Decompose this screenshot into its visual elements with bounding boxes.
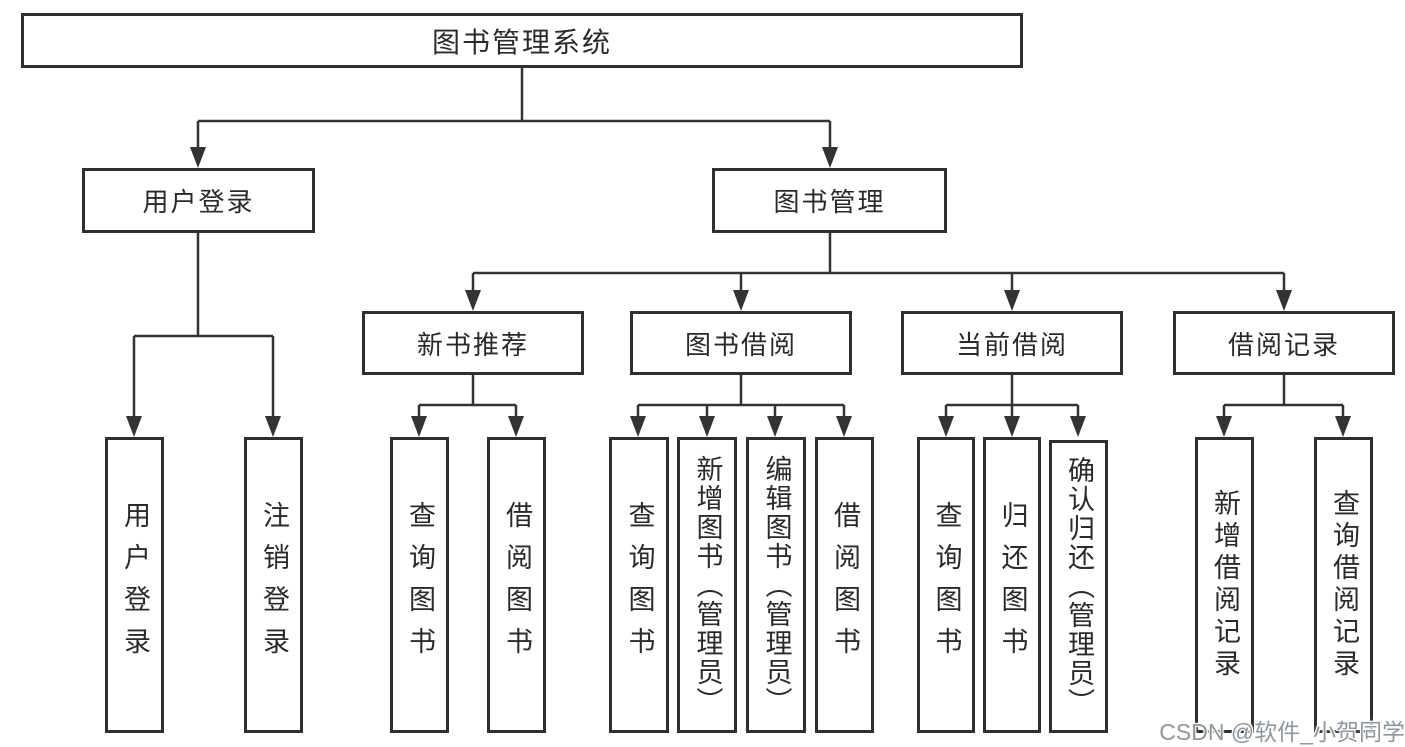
leaf-borrow-books-label: 借阅图书 (830, 501, 860, 669)
arrowhead-icon (1070, 416, 1086, 437)
watermark-text: CSDN @软件_小贺同学 (1159, 719, 1405, 745)
arrowhead-icon (836, 416, 852, 437)
arrowhead-icon (1276, 290, 1292, 311)
node-book-management: 图书管理 (712, 168, 947, 233)
arrowhead-icon (411, 416, 427, 437)
leaf-edit-books-admin: 编辑图书（管理员） (746, 437, 806, 733)
arrowhead-icon (508, 416, 524, 437)
leaf-return-books: 归还图书 (983, 437, 1041, 733)
leaf-borrow-books-recommend-label: 借阅图书 (502, 501, 532, 669)
arrowhead-icon (699, 416, 715, 437)
arrowhead-icon (630, 416, 646, 437)
leaf-add-books-admin: 新增图书（管理员） (677, 437, 737, 733)
arrowhead-icon (465, 290, 481, 311)
leaf-user-login-label: 用户登录 (120, 501, 150, 669)
leaf-query-books-borrow: 查询图书 (609, 437, 669, 733)
node-user-login: 用户登录 (82, 168, 315, 233)
leaf-query-books-recommend: 查询图书 (390, 437, 449, 733)
leaf-confirm-return-admin-label: 确认归还（管理员） (1064, 456, 1094, 717)
node-current-borrowing-label: 当前借阅 (955, 329, 1068, 360)
node-user-login-label: 用户登录 (142, 187, 255, 217)
arrowhead-icon (1004, 290, 1020, 311)
leaf-edit-books-admin-label: 编辑图书（管理员） (761, 454, 792, 716)
node-root-label: 图书管理系统 (431, 26, 612, 58)
arrowhead-icon (733, 290, 749, 311)
node-book-borrowing: 图书借阅 (630, 311, 852, 375)
node-book-borrowing-label: 图书借阅 (684, 329, 797, 360)
leaf-add-borrow-record: 新增借阅记录 (1195, 437, 1254, 733)
leaf-add-books-admin-label: 新增图书（管理员） (692, 454, 723, 716)
arrowhead-icon (822, 147, 838, 168)
leaf-query-books-borrow-label: 查询图书 (624, 501, 655, 669)
leaf-logout-label: 注销登录 (259, 501, 289, 669)
leaf-query-books-current: 查询图书 (917, 437, 975, 733)
leaf-query-books-recommend-label: 查询图书 (405, 501, 435, 669)
leaf-query-books-current-label: 查询图书 (931, 501, 962, 669)
node-current-borrowing: 当前借阅 (901, 311, 1123, 375)
leaf-add-borrow-record-label: 新增借阅记录 (1210, 489, 1240, 681)
node-borrowing-records-label: 借阅记录 (1227, 329, 1340, 360)
node-borrowing-records: 借阅记录 (1173, 311, 1395, 375)
arrowhead-icon (767, 416, 783, 437)
arrowhead-icon (1335, 416, 1351, 437)
leaf-borrow-books-recommend: 借阅图书 (487, 437, 546, 733)
arrowhead-icon (265, 416, 281, 437)
arrowhead-icon (126, 416, 142, 437)
leaf-query-borrow-record: 查询借阅记录 (1314, 437, 1373, 733)
node-new-book-recommend: 新书推荐 (362, 311, 584, 375)
node-new-book-recommend-label: 新书推荐 (416, 329, 529, 360)
leaf-logout: 注销登录 (244, 437, 303, 733)
leaf-user-login: 用户登录 (105, 437, 164, 733)
leaf-confirm-return-admin: 确认归还（管理员） (1049, 440, 1108, 733)
leaf-return-books-label: 归还图书 (997, 501, 1028, 669)
arrowhead-icon (190, 147, 206, 168)
leaf-query-borrow-record-label: 查询借阅记录 (1329, 489, 1359, 681)
node-book-management-label: 图书管理 (773, 187, 886, 217)
arrowhead-icon (1216, 416, 1232, 437)
node-root: 图书管理系统 (21, 13, 1023, 68)
arrowhead-icon (1004, 416, 1020, 437)
arrowhead-icon (938, 416, 954, 437)
leaf-borrow-books: 借阅图书 (815, 437, 874, 733)
